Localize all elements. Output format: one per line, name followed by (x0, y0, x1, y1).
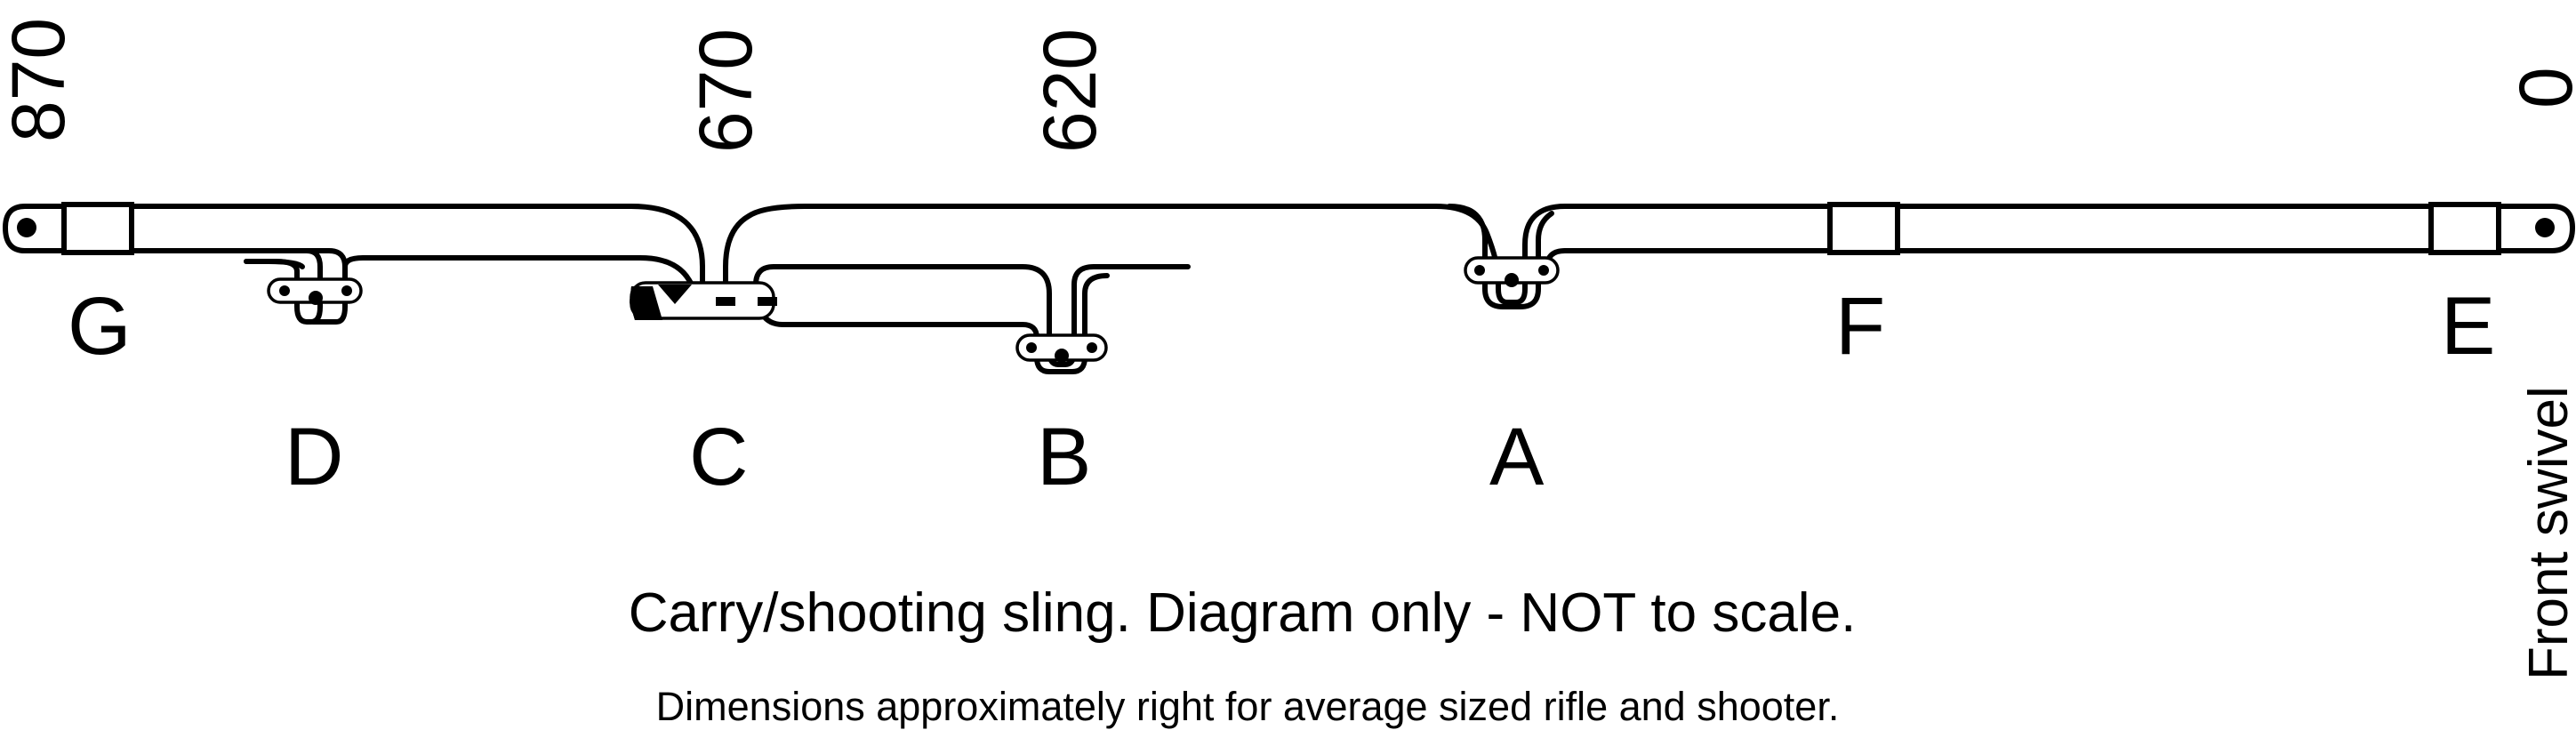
swivel-dot-g (17, 218, 36, 237)
front-swivel-label: Front swivel (2518, 386, 2576, 680)
keeper-e (2428, 202, 2501, 255)
keeper-f (1827, 202, 1900, 255)
keeper-g (61, 202, 134, 255)
hook-c (630, 281, 777, 320)
sling-strap-c-b-lower (753, 273, 1110, 374)
diagram-caption: Carry/shooting sling. Diagram only - NOT… (629, 582, 1857, 644)
hook-b (1015, 333, 1108, 363)
hook-a (1464, 256, 1560, 287)
sling-strap-c-b (753, 264, 1191, 367)
sling-end-g (3, 204, 323, 325)
dimension-0: 0 (2504, 67, 2576, 108)
label-d: D (285, 412, 343, 502)
label-c: C (689, 412, 748, 502)
label-b: B (1037, 412, 1091, 502)
sling-end-e (1562, 204, 2575, 253)
label-g: G (68, 281, 132, 372)
label-f: F (1835, 281, 1885, 372)
dimension-620: 620 (1028, 28, 1111, 153)
hook-d (267, 277, 363, 305)
dimension-670: 670 (684, 28, 767, 153)
sling-strap-a (1447, 204, 1554, 309)
label-a: A (1489, 412, 1545, 502)
diagram-note: Dimensions approximately right for avera… (656, 684, 1840, 729)
swivel-dot-e (2535, 218, 2555, 237)
sling-strap-upper (802, 204, 2555, 305)
label-e: E (2441, 281, 2495, 372)
dimension-870: 870 (0, 18, 80, 142)
sling-tail-d (244, 259, 305, 269)
